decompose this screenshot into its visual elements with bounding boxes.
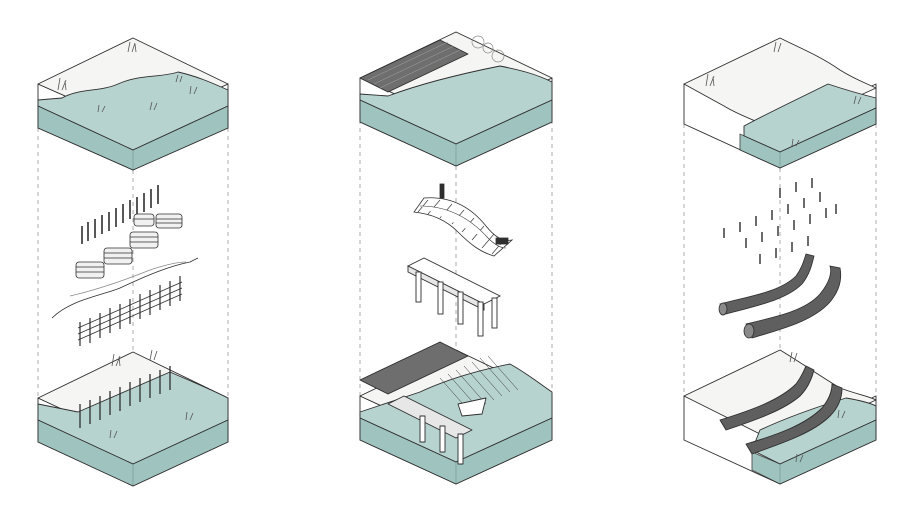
water-surface bbox=[359, 65, 553, 145]
site-after-block bbox=[37, 349, 229, 487]
log-upper-end bbox=[718, 302, 728, 316]
pier-posts bbox=[415, 271, 498, 337]
installed-pier-beam bbox=[387, 395, 473, 439]
stakes-layer bbox=[723, 178, 837, 264]
pier-beam-side bbox=[407, 265, 485, 311]
log-lower bbox=[745, 265, 842, 339]
pier-beam bbox=[406, 257, 502, 305]
pier-frame-layer bbox=[406, 257, 502, 337]
installed-fence bbox=[79, 366, 171, 428]
assembled-fence-layer bbox=[51, 257, 199, 346]
installed-log-lower bbox=[745, 383, 843, 455]
bundle-1 bbox=[75, 261, 105, 279]
bundle-4 bbox=[155, 213, 183, 229]
bundle-5 bbox=[133, 213, 155, 227]
deck-boards bbox=[367, 41, 461, 89]
water-side bbox=[37, 105, 229, 171]
rocks bbox=[471, 35, 505, 63]
bundle-2 bbox=[103, 247, 133, 265]
panel-boardwalk-deck bbox=[359, 31, 553, 485]
grass-tufts bbox=[789, 351, 846, 463]
water-surface bbox=[37, 71, 229, 151]
site-before-block bbox=[683, 37, 877, 169]
deck-anchors bbox=[439, 183, 509, 245]
site-after-block bbox=[683, 349, 877, 485]
fascine-bundles-layer bbox=[75, 213, 183, 279]
fence-top-line bbox=[69, 261, 187, 297]
panel-log-terraces bbox=[683, 37, 877, 485]
stakes-layer bbox=[81, 185, 159, 244]
coir-logs-layer bbox=[718, 253, 842, 339]
water-surface bbox=[743, 83, 877, 153]
water-surface bbox=[359, 363, 553, 463]
grass-tufts bbox=[57, 41, 198, 113]
installed-log-upper bbox=[719, 365, 815, 431]
guide-lines bbox=[359, 120, 553, 440]
fence-rails bbox=[77, 281, 183, 341]
water-side bbox=[739, 107, 877, 169]
water-side bbox=[359, 417, 553, 485]
installed-pier-posts bbox=[419, 415, 464, 465]
site-before-block bbox=[37, 37, 229, 171]
log-upper bbox=[719, 253, 815, 315]
water-surface bbox=[751, 397, 877, 465]
log-lower-end bbox=[743, 323, 755, 339]
site-before-block bbox=[359, 31, 553, 167]
curved-deck-layer bbox=[413, 183, 514, 257]
boat-shape bbox=[457, 397, 487, 417]
deck-slab bbox=[359, 341, 469, 395]
water-side bbox=[359, 99, 553, 167]
grass-tufts bbox=[109, 349, 194, 439]
deck-slab bbox=[359, 39, 469, 93]
panel-fence-stabilization bbox=[37, 37, 229, 487]
fence-ground-line bbox=[51, 257, 199, 319]
water-side bbox=[37, 419, 229, 487]
water-side bbox=[751, 419, 877, 485]
grass-tufts bbox=[705, 41, 862, 147]
site-after-block bbox=[359, 341, 553, 485]
bundle-3 bbox=[129, 231, 159, 249]
deck-slats bbox=[417, 199, 507, 255]
